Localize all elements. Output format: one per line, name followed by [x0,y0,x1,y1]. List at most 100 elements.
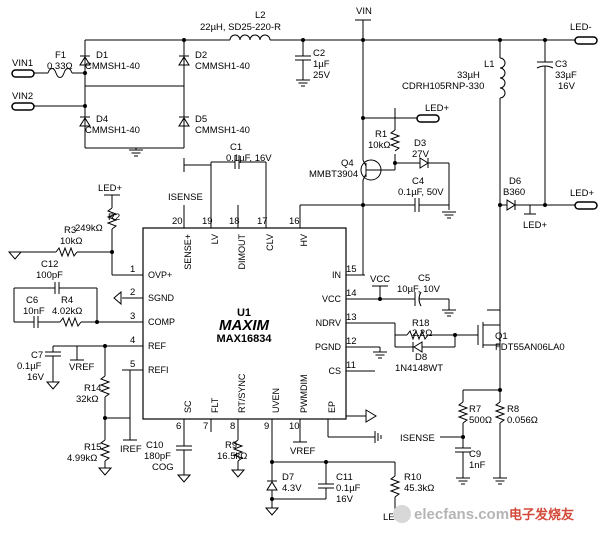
c12-ref: C12 [41,259,58,270]
pin-ndrv-label: NDRV [316,318,341,328]
net-vref-pin10: VREF [290,446,316,457]
pin-5-num: 5 [130,359,135,370]
maxim-logo: MAXIM [219,317,270,334]
f1-value: 0.33Ω [47,61,73,72]
f1-ref: F1 [55,50,66,61]
pin-vcc-label: VCC [322,294,342,304]
inductor-l2 [229,34,271,41]
net-labels: VIN VIN1 VIN2 LED- LED+ LED+ LED+ LED+ V… [12,6,594,523]
r3-ref: R3 [64,225,76,236]
pin-lv-label: LV [210,234,220,244]
resistor-r14 [99,375,111,398]
pin-uven-label: UVEN [271,388,281,413]
net-led-plus-d6: LED+ [523,220,547,231]
resistor-r3 [55,246,78,258]
pin-6-num: 6 [176,421,181,432]
r18-value: 2.2Ω [412,328,432,339]
l2-value: 22µH, SD25-220-R [200,22,281,33]
d8-ref: D8 [415,352,427,363]
q4-value: MMBT3904 [309,169,358,180]
diode-d8 [413,341,423,353]
d7-value: 4.3V [282,483,302,494]
r8-ref: R8 [507,404,519,415]
pin-19-num: 19 [202,216,213,227]
top-pins-wiring [183,155,267,215]
resistor-r9 [232,439,244,462]
net-iref-refi: IREF [120,444,142,455]
c12-value: 100pF [36,270,63,281]
pin-4-num: 4 [130,335,135,346]
r10-value: 45.3kΩ [404,483,434,494]
resistor-r10 [389,475,401,498]
l1-ref: L1 [484,59,495,70]
c10-ref: C10 [146,440,163,451]
pin-ref-label: REF [148,341,167,351]
pin-16-num: 16 [289,216,300,227]
c2-ref: C2 [313,48,325,59]
c9-ref: C9 [469,449,481,460]
r15-ref: R15 [84,442,101,453]
pin-8-num: 8 [230,421,235,432]
r1-ref: R1 [375,129,387,140]
c6-value: 10nF [23,306,45,317]
pin-refi-label: REFI [148,365,169,375]
r2-ref: R2 [108,212,120,223]
resistor-r18 [406,329,429,341]
c5-value: 10µF, 10V [397,284,441,295]
watermark: elecfans.com 电子发烧友 [393,505,574,523]
q4-ref: Q4 [341,158,354,169]
d1-ref: D1 [96,50,108,61]
pin-10-num: 10 [289,421,300,432]
diode-d6 [506,199,516,211]
net-isense-r7: ISENSE [400,433,435,444]
d8-value: 1N4148WT [395,363,443,374]
pin-12-num: 12 [346,336,357,347]
c5-ref: C5 [418,273,430,284]
resistor-r1 [389,129,401,152]
net-led-plus-r2: LED+ [98,183,122,194]
r7-ref: R7 [469,404,481,415]
pin-13-num: 13 [346,312,357,323]
ic-ref-label: U1 [237,307,251,319]
r15-value: 4.99kΩ [67,453,97,464]
l1-value2: CDRH105RNP-330 [402,81,484,92]
c3-ref: C3 [555,59,567,70]
ic-part-label: MAX16834 [216,333,272,345]
c6-ref: C6 [26,295,38,306]
r8-value: 0.056Ω [507,415,538,426]
net-vref-c7: VREF [69,362,95,373]
r9-ref: R9 [225,440,237,451]
pin-pgnd-label: PGND [315,342,342,352]
pin-9-num: 9 [264,421,269,432]
c3-value2: 16V [558,81,576,92]
inductor-l1 [499,57,506,99]
c11-value1: 0.1µF [336,483,361,494]
pin-7-num: 7 [203,421,208,432]
pin-17-num: 17 [257,216,268,227]
c4-value: 0.1µF, 50V [398,187,444,198]
d5-value: CMMSH1-40 [195,125,250,136]
r4-value: 4.02kΩ [52,306,82,317]
d5-ref: D5 [195,114,207,125]
l2-ref: L2 [255,10,266,21]
resistor-r8 [494,401,506,424]
pin-sgnd-label: SGND [148,293,175,303]
r2-value: 249kΩ [75,223,103,234]
resistor-r7 [457,401,469,424]
net-isense-top: ISENSE [168,192,203,203]
d2-ref: D2 [195,50,207,61]
net-led-plus-r1: LED+ [425,103,449,114]
input-wiring [11,19,598,205]
d6-ref: D6 [509,176,521,187]
pin-sc-label: SC [183,400,193,413]
net-vin1: VIN1 [12,58,33,69]
r10-ref: R10 [404,472,421,483]
c7-value2: 16V [27,372,45,383]
c10-value2: COG [152,462,174,473]
q1-value: FDT55AN06LA0 [495,342,565,353]
pin-18-num: 18 [229,216,240,227]
pin-3-num: 3 [130,311,135,322]
connector-led-minus-top [574,36,598,45]
net-led-plus-right: LED+ [570,188,594,199]
